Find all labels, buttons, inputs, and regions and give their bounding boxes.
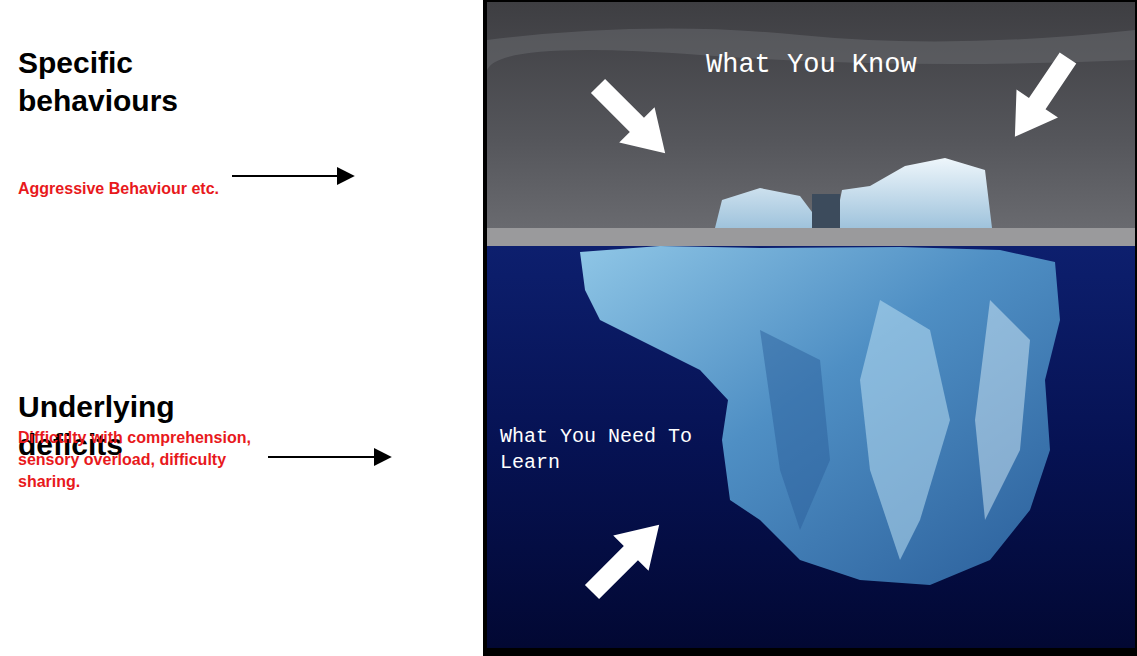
leader-arrows: [232, 176, 390, 457]
behaviour-heading: Specific behaviours: [18, 44, 233, 120]
deficit-examples: Difficulty with comprehension, sensory o…: [18, 427, 268, 493]
iceberg-bottom-caption: What You Need To Learn: [500, 424, 705, 476]
white-block-arrows: [574, 44, 1088, 610]
iceberg-photo: [483, 0, 1137, 656]
behaviour-example: Aggressive Behaviour etc.: [18, 178, 318, 200]
iceberg-top-caption: What You Know: [706, 48, 1006, 83]
